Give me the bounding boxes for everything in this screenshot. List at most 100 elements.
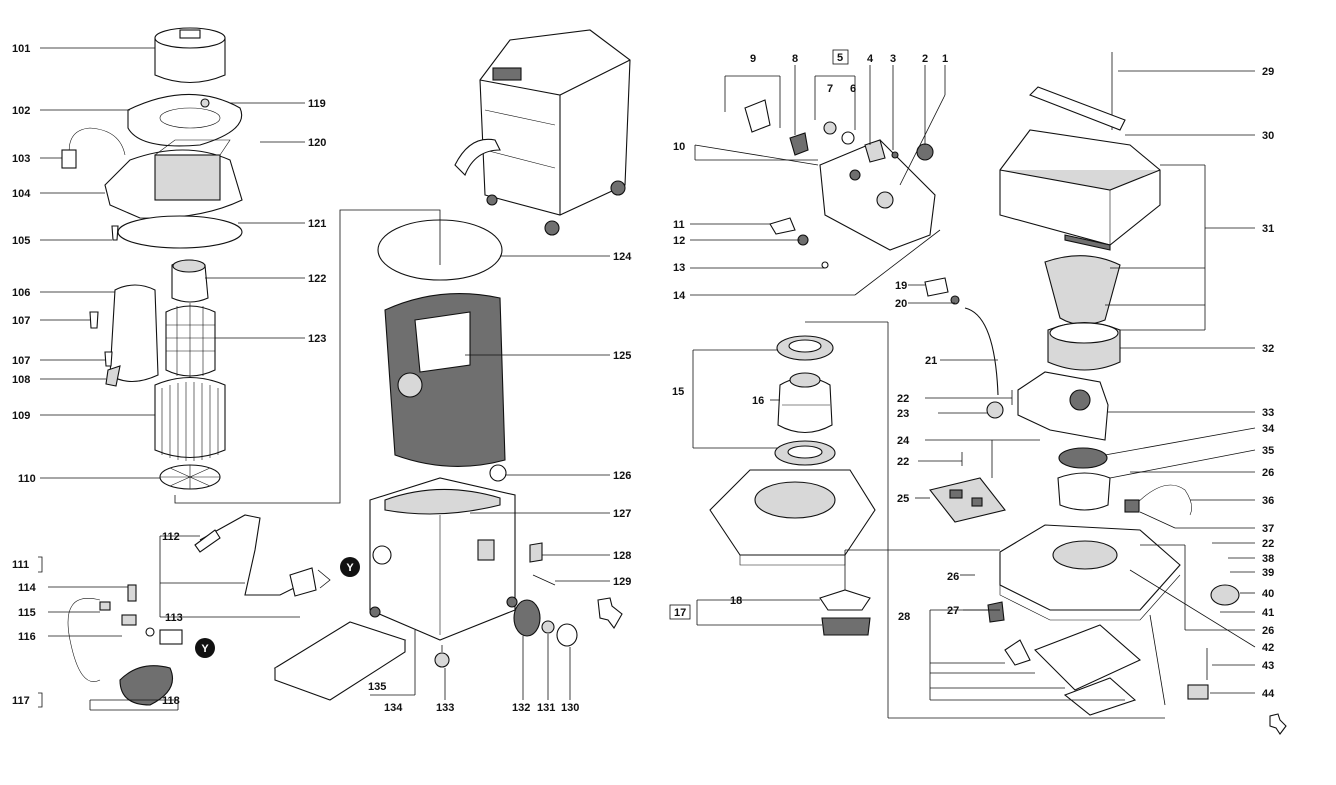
label-134: 134	[384, 702, 403, 714]
part-122-filter-cap	[171, 259, 209, 303]
part-105-screw	[111, 225, 119, 241]
label-130: 130	[561, 702, 579, 714]
bracket-117	[38, 692, 43, 708]
label-8: 8	[792, 53, 798, 65]
right-top-leader-lines	[690, 65, 998, 361]
far-right-leader-lines	[929, 70, 1256, 706]
label-133: 133	[436, 702, 454, 714]
label-102: 102	[12, 105, 30, 117]
part-44-terminal	[1187, 684, 1209, 700]
part-106-shield	[109, 284, 159, 383]
label-22b: 22	[897, 456, 909, 468]
label-7: 7	[827, 83, 833, 95]
part-130-cap	[556, 623, 578, 647]
part-16-motor	[777, 372, 833, 434]
label-23: 23	[897, 408, 909, 420]
label-129: 129	[613, 576, 631, 588]
part-129-pin	[532, 574, 556, 586]
left-leader-lines	[40, 47, 305, 479]
parts-114-118-fittings	[67, 584, 183, 706]
part-131-hub	[541, 620, 555, 634]
part-123-filter-cage	[165, 303, 216, 378]
label-33: 33	[1262, 407, 1274, 419]
label-43: 43	[1262, 660, 1274, 672]
part-11-bolt	[769, 217, 796, 235]
bracket-111	[38, 556, 43, 573]
label-118: 118	[162, 695, 180, 707]
label-124: 124	[613, 251, 632, 263]
right-top-parts	[744, 99, 999, 396]
right-mid-leader-lines	[692, 321, 1165, 719]
part-126-o-ring	[489, 464, 507, 482]
labels-center: 119 120 121 122 123 124 125 126 127 128 …	[162, 98, 632, 714]
label-1: 1	[942, 53, 948, 65]
label-107b: 107	[12, 355, 30, 367]
part-101-top-ring	[154, 27, 226, 83]
label-109: 109	[12, 410, 30, 422]
part-19-sleeve	[924, 277, 949, 297]
motor-base-plate	[709, 469, 876, 566]
right-mid-parts	[709, 335, 1013, 636]
label-32: 32	[1262, 343, 1274, 355]
label-14: 14	[673, 290, 686, 302]
label-18: 18	[730, 595, 742, 607]
label-103: 103	[12, 153, 30, 165]
part-container-body	[369, 477, 518, 641]
label-40: 40	[1262, 588, 1274, 600]
part-8-switch	[789, 132, 809, 156]
part-28-plate-c	[1063, 677, 1137, 716]
part-109-pleated-filter	[154, 377, 226, 461]
label-22c: 22	[1262, 538, 1274, 550]
part-121-base-disc	[117, 215, 243, 249]
label-119: 119	[308, 98, 326, 110]
part-40-cap	[1210, 584, 1240, 606]
part-23-switch	[986, 401, 1004, 419]
part-133-caster	[434, 645, 450, 668]
part-30-bracket	[1029, 86, 1126, 131]
turn-arrow-right	[1269, 713, 1287, 735]
label-3: 3	[890, 53, 896, 65]
part-17-handle-base	[821, 617, 871, 636]
label-19: 19	[895, 280, 907, 292]
y-marker-center	[340, 557, 360, 577]
bag-connection-frame	[174, 209, 441, 504]
label-116: 116	[18, 631, 36, 643]
turn-arrow-center	[597, 597, 623, 629]
label-16: 16	[752, 395, 764, 407]
label-107a: 107	[12, 315, 30, 327]
far-right-parts	[987, 52, 1240, 716]
center-leader-lines	[48, 255, 610, 711]
label-38: 38	[1262, 553, 1274, 565]
part-113-hose	[194, 514, 317, 597]
label-105: 105	[12, 235, 30, 247]
assembled-vacuum-unit	[454, 29, 631, 236]
part-35-ring	[1057, 472, 1111, 511]
label-101: 101	[12, 43, 30, 55]
part-25-circuit-board	[929, 477, 1006, 523]
label-44: 44	[1262, 688, 1275, 700]
label-25: 25	[897, 493, 909, 505]
center-parts: Y Y	[67, 29, 631, 706]
label-34: 34	[1262, 423, 1275, 435]
part-104-motor-base	[104, 139, 243, 219]
svg-text:Y: Y	[201, 643, 209, 655]
label-108: 108	[12, 374, 30, 386]
labels-far-right: 29 30 31 32 33 34 35 26 36 37 22 38 39 4…	[1262, 66, 1275, 700]
label-115: 115	[18, 607, 36, 619]
part-125-filter-bag	[384, 293, 506, 467]
label-9: 9	[750, 53, 756, 65]
labels-left: 101 102 103 104 105 106 107 107 108 109 …	[12, 43, 37, 707]
label-114: 114	[18, 582, 37, 594]
part-28-plate-b	[1034, 624, 1142, 691]
label-36: 36	[1262, 495, 1274, 507]
box-label-5	[832, 49, 849, 65]
label-42: 42	[1262, 642, 1274, 654]
label-131: 131	[537, 702, 555, 714]
label-113: 113	[165, 612, 183, 624]
label-26a: 26	[947, 571, 959, 583]
part-18-handle	[819, 589, 871, 611]
part-4-board	[864, 139, 886, 163]
label-27: 27	[947, 605, 959, 617]
label-13: 13	[673, 262, 685, 274]
